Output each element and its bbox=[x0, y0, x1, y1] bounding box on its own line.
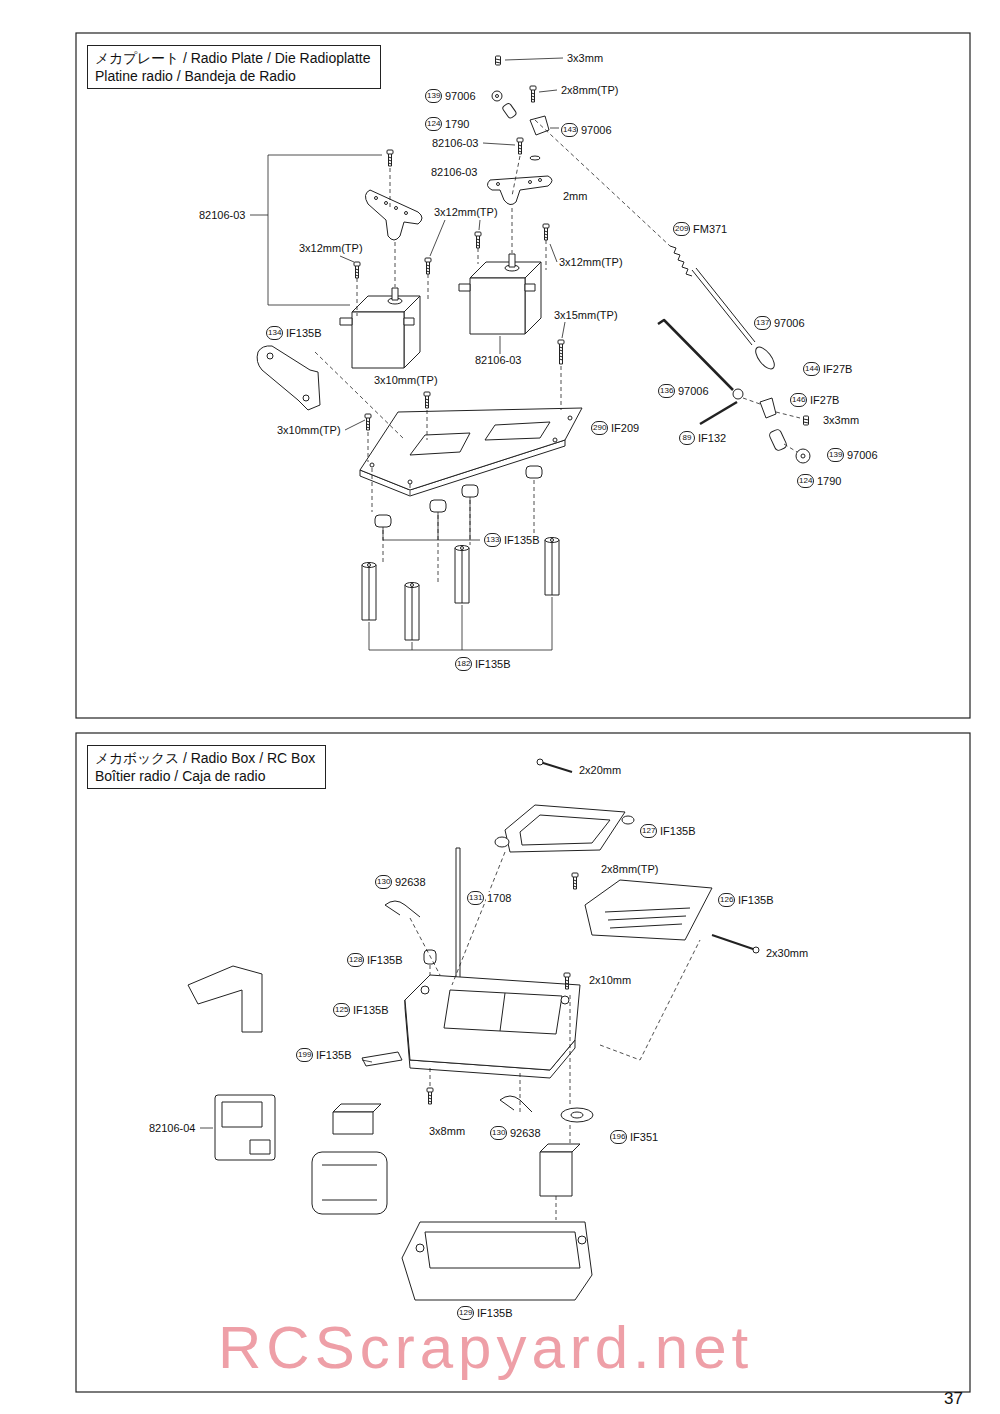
part-label: IF135B bbox=[315, 1049, 352, 1062]
part-label: 97006 bbox=[580, 124, 613, 137]
callout-number: 146 bbox=[790, 393, 807, 407]
part-label: 97006 bbox=[677, 385, 710, 398]
part-label: IF135B bbox=[352, 1004, 389, 1017]
part-label: IF132 bbox=[697, 432, 727, 445]
callout-number: 136 bbox=[658, 384, 675, 398]
callout-number: 127 bbox=[640, 824, 657, 838]
part-label: 82106-03 bbox=[430, 166, 479, 179]
callout-number: 130 bbox=[375, 875, 392, 889]
part-label: 82106-03 bbox=[431, 137, 480, 150]
part-label: 97006 bbox=[773, 317, 806, 330]
part-label: 2x8mm(TP) bbox=[600, 863, 659, 876]
part-label: IF135B bbox=[659, 825, 696, 838]
part-label: FM371 bbox=[692, 223, 728, 236]
callout-number: 133 bbox=[484, 533, 501, 547]
heading-text: Boîtier radio / Caja de radio bbox=[95, 767, 318, 785]
part-label: 2mm bbox=[562, 190, 588, 203]
part-label: 3x8mm bbox=[428, 1125, 466, 1138]
part-label: 1790 bbox=[816, 475, 842, 488]
heading-text: メカプレート / Radio Plate / Die Radioplatte bbox=[95, 49, 373, 67]
part-label: 2x20mm bbox=[578, 764, 622, 777]
callout-number: 131 bbox=[467, 891, 484, 905]
part-label: 97006 bbox=[444, 90, 477, 103]
callout-number: 182 bbox=[455, 657, 472, 671]
part-label: 3x3mm bbox=[566, 52, 604, 65]
watermark: RCScrapyard.net bbox=[218, 1318, 753, 1378]
part-label: IF135B bbox=[503, 534, 540, 547]
callout-number: 137 bbox=[754, 316, 771, 330]
part-label: 2x8mm(TP) bbox=[560, 84, 619, 97]
part-label: 3x12mm(TP) bbox=[433, 206, 499, 219]
callout-number: 125 bbox=[333, 1003, 350, 1017]
part-label: 3x10mm(TP) bbox=[276, 424, 342, 437]
part-label: IF27B bbox=[822, 363, 853, 376]
part-label: 82106-03 bbox=[198, 209, 247, 222]
part-label: 97006 bbox=[846, 449, 879, 462]
part-label: IF209 bbox=[610, 422, 640, 435]
part-label: 1708 bbox=[486, 892, 512, 905]
part-label: 3x12mm(TP) bbox=[298, 242, 364, 255]
callout-number: 134 bbox=[266, 326, 283, 340]
section-heading: メカボックス / Radio Box / RC BoxBoîtier radio… bbox=[87, 745, 326, 789]
part-label: 2x10mm bbox=[588, 974, 632, 987]
section-heading: メカプレート / Radio Plate / Die RadioplattePl… bbox=[87, 45, 381, 89]
callout-number: 143 bbox=[561, 123, 578, 137]
part-label: 82106-04 bbox=[148, 1122, 197, 1135]
part-label: IF351 bbox=[629, 1131, 659, 1144]
callout-number: 89 bbox=[679, 431, 695, 445]
part-label: IF135B bbox=[474, 658, 511, 671]
part-label: 1790 bbox=[444, 118, 470, 131]
part-label: 82106-03 bbox=[474, 354, 523, 367]
part-label: IF135B bbox=[366, 954, 403, 967]
part-label: 92638 bbox=[394, 876, 427, 889]
part-label: 3x15mm(TP) bbox=[553, 309, 619, 322]
page-number: 37 bbox=[944, 1390, 963, 1408]
part-label: 92638 bbox=[509, 1127, 542, 1140]
callout-number: 126 bbox=[718, 893, 735, 907]
part-label: 3x10mm(TP) bbox=[373, 374, 439, 387]
callout-number: 290 bbox=[591, 421, 608, 435]
callout-number: 124 bbox=[425, 117, 442, 131]
heading-text: Platine radio / Bandeja de Radio bbox=[95, 67, 373, 85]
callout-number: 130 bbox=[490, 1126, 507, 1140]
callout-number: 128 bbox=[347, 953, 364, 967]
heading-text: メカボックス / Radio Box / RC Box bbox=[95, 749, 318, 767]
part-label: 3x3mm bbox=[822, 414, 860, 427]
callout-number: 139 bbox=[827, 448, 844, 462]
callout-number: 139 bbox=[425, 89, 442, 103]
callout-number: 124 bbox=[797, 474, 814, 488]
callout-number: 199 bbox=[296, 1048, 313, 1062]
part-label: IF27B bbox=[809, 394, 840, 407]
callout-number: 196 bbox=[610, 1130, 627, 1144]
part-label: IF135B bbox=[285, 327, 322, 340]
callout-number: 144 bbox=[803, 362, 820, 376]
part-label: 3x12mm(TP) bbox=[558, 256, 624, 269]
callout-number: 209 bbox=[673, 222, 690, 236]
part-label: IF135B bbox=[737, 894, 774, 907]
part-label: 2x30mm bbox=[765, 947, 809, 960]
